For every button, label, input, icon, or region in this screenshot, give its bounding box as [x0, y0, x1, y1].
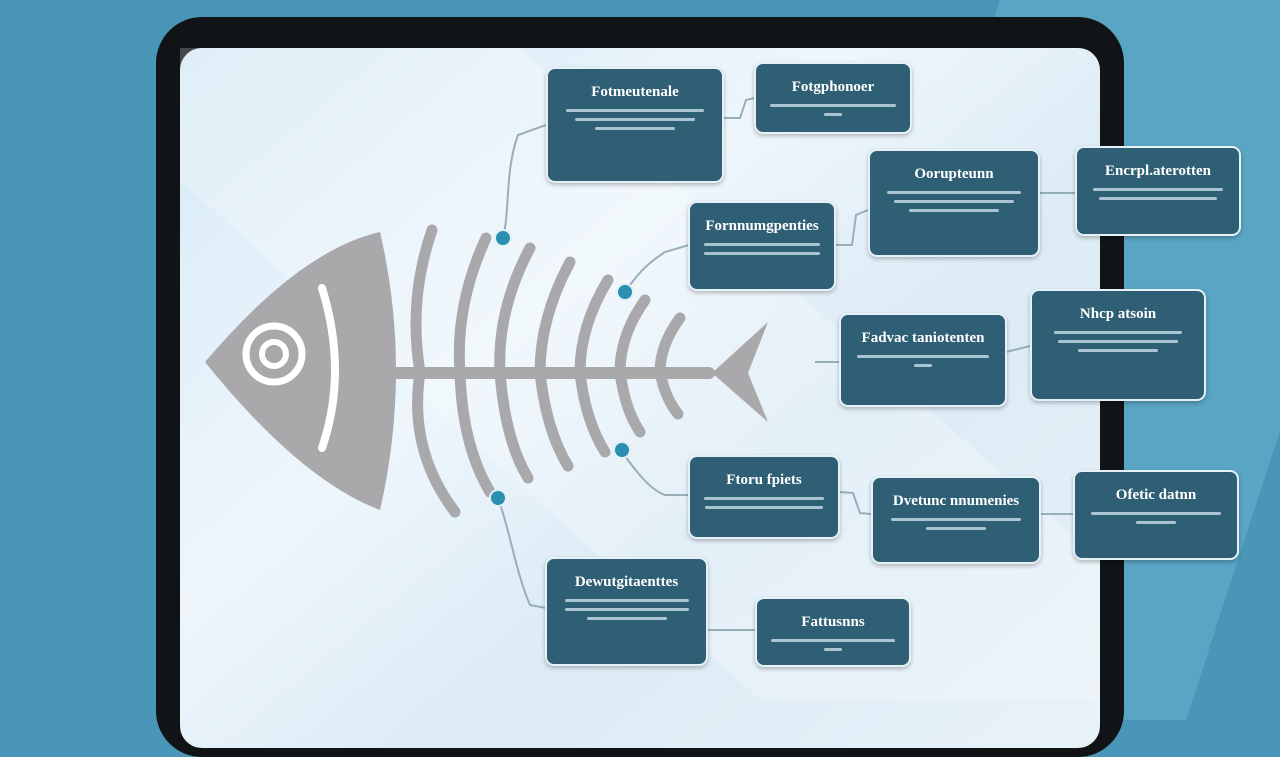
box-title: Dewutgitaenttes: [574, 574, 679, 590]
box-title: Dvetunc nnumenies: [892, 493, 1020, 509]
fishbone-diagram: [180, 48, 1100, 700]
category-box: Ofetic datnn: [1073, 470, 1239, 560]
box-title: Fornnumgpenties: [705, 218, 819, 234]
accent-dot: [613, 441, 631, 459]
box-text-lines: [1089, 188, 1227, 200]
category-box: Fotmeutenale: [546, 67, 724, 183]
box-text-lines: [702, 497, 826, 509]
category-box: Fadvac taniotenten: [839, 313, 1007, 407]
connector-line: [839, 491, 872, 515]
box-title: Fotmeutenale: [591, 84, 679, 100]
fish-ribs: [410, 224, 686, 518]
box-text-lines: [768, 104, 898, 116]
box-title: Fattusnns: [801, 614, 865, 630]
box-title: Fotgphonoer: [791, 79, 875, 95]
accent-dot: [489, 489, 507, 507]
box-text-lines: [1044, 331, 1192, 352]
box-title: Nhcp atsoin: [1079, 306, 1157, 322]
accent-dot: [616, 283, 634, 301]
category-box: Ftoru fpiets: [688, 455, 840, 539]
category-box: Oorupteunn: [868, 149, 1040, 257]
category-box: Nhcp atsoin: [1030, 289, 1206, 401]
box-text-lines: [885, 518, 1027, 530]
box-text-lines: [560, 109, 710, 130]
category-box: Fotgphonoer: [754, 62, 912, 134]
connector-line: [836, 209, 869, 246]
box-text-lines: [1087, 512, 1225, 524]
fish-skeleton-icon: [205, 224, 768, 518]
box-text-lines: [769, 639, 897, 651]
connector-line: [723, 97, 756, 119]
box-text-lines: [559, 599, 694, 620]
accent-dots: [489, 229, 634, 507]
box-text-lines: [853, 355, 993, 367]
fish-tail: [712, 322, 768, 422]
category-box: Fattusnns: [755, 597, 911, 667]
category-box: Encrpl.aterotten: [1075, 146, 1241, 236]
box-title: Ftoru fpiets: [726, 472, 802, 488]
fish-eye-pupil: [259, 339, 289, 369]
category-box: Dvetunc nnumenies: [871, 476, 1041, 564]
fish-spine: [390, 367, 715, 379]
connector-line: [497, 497, 547, 609]
box-text-lines: [702, 243, 822, 255]
category-box: Dewutgitaenttes: [545, 557, 708, 666]
category-box: Fornnumgpenties: [688, 201, 836, 291]
box-title: Ofetic datnn: [1115, 487, 1197, 503]
accent-dot: [494, 229, 512, 247]
box-title: Oorupteunn: [914, 166, 994, 182]
connector-line: [1005, 345, 1031, 353]
box-title: Encrpl.aterotten: [1105, 163, 1211, 179]
box-text-lines: [882, 191, 1026, 212]
connector-line: [502, 124, 547, 239]
fish-eye-ring: [242, 322, 306, 386]
connector-lines: [497, 97, 1075, 631]
box-title: Fadvac taniotenten: [861, 330, 985, 346]
fish-gill: [318, 284, 339, 452]
